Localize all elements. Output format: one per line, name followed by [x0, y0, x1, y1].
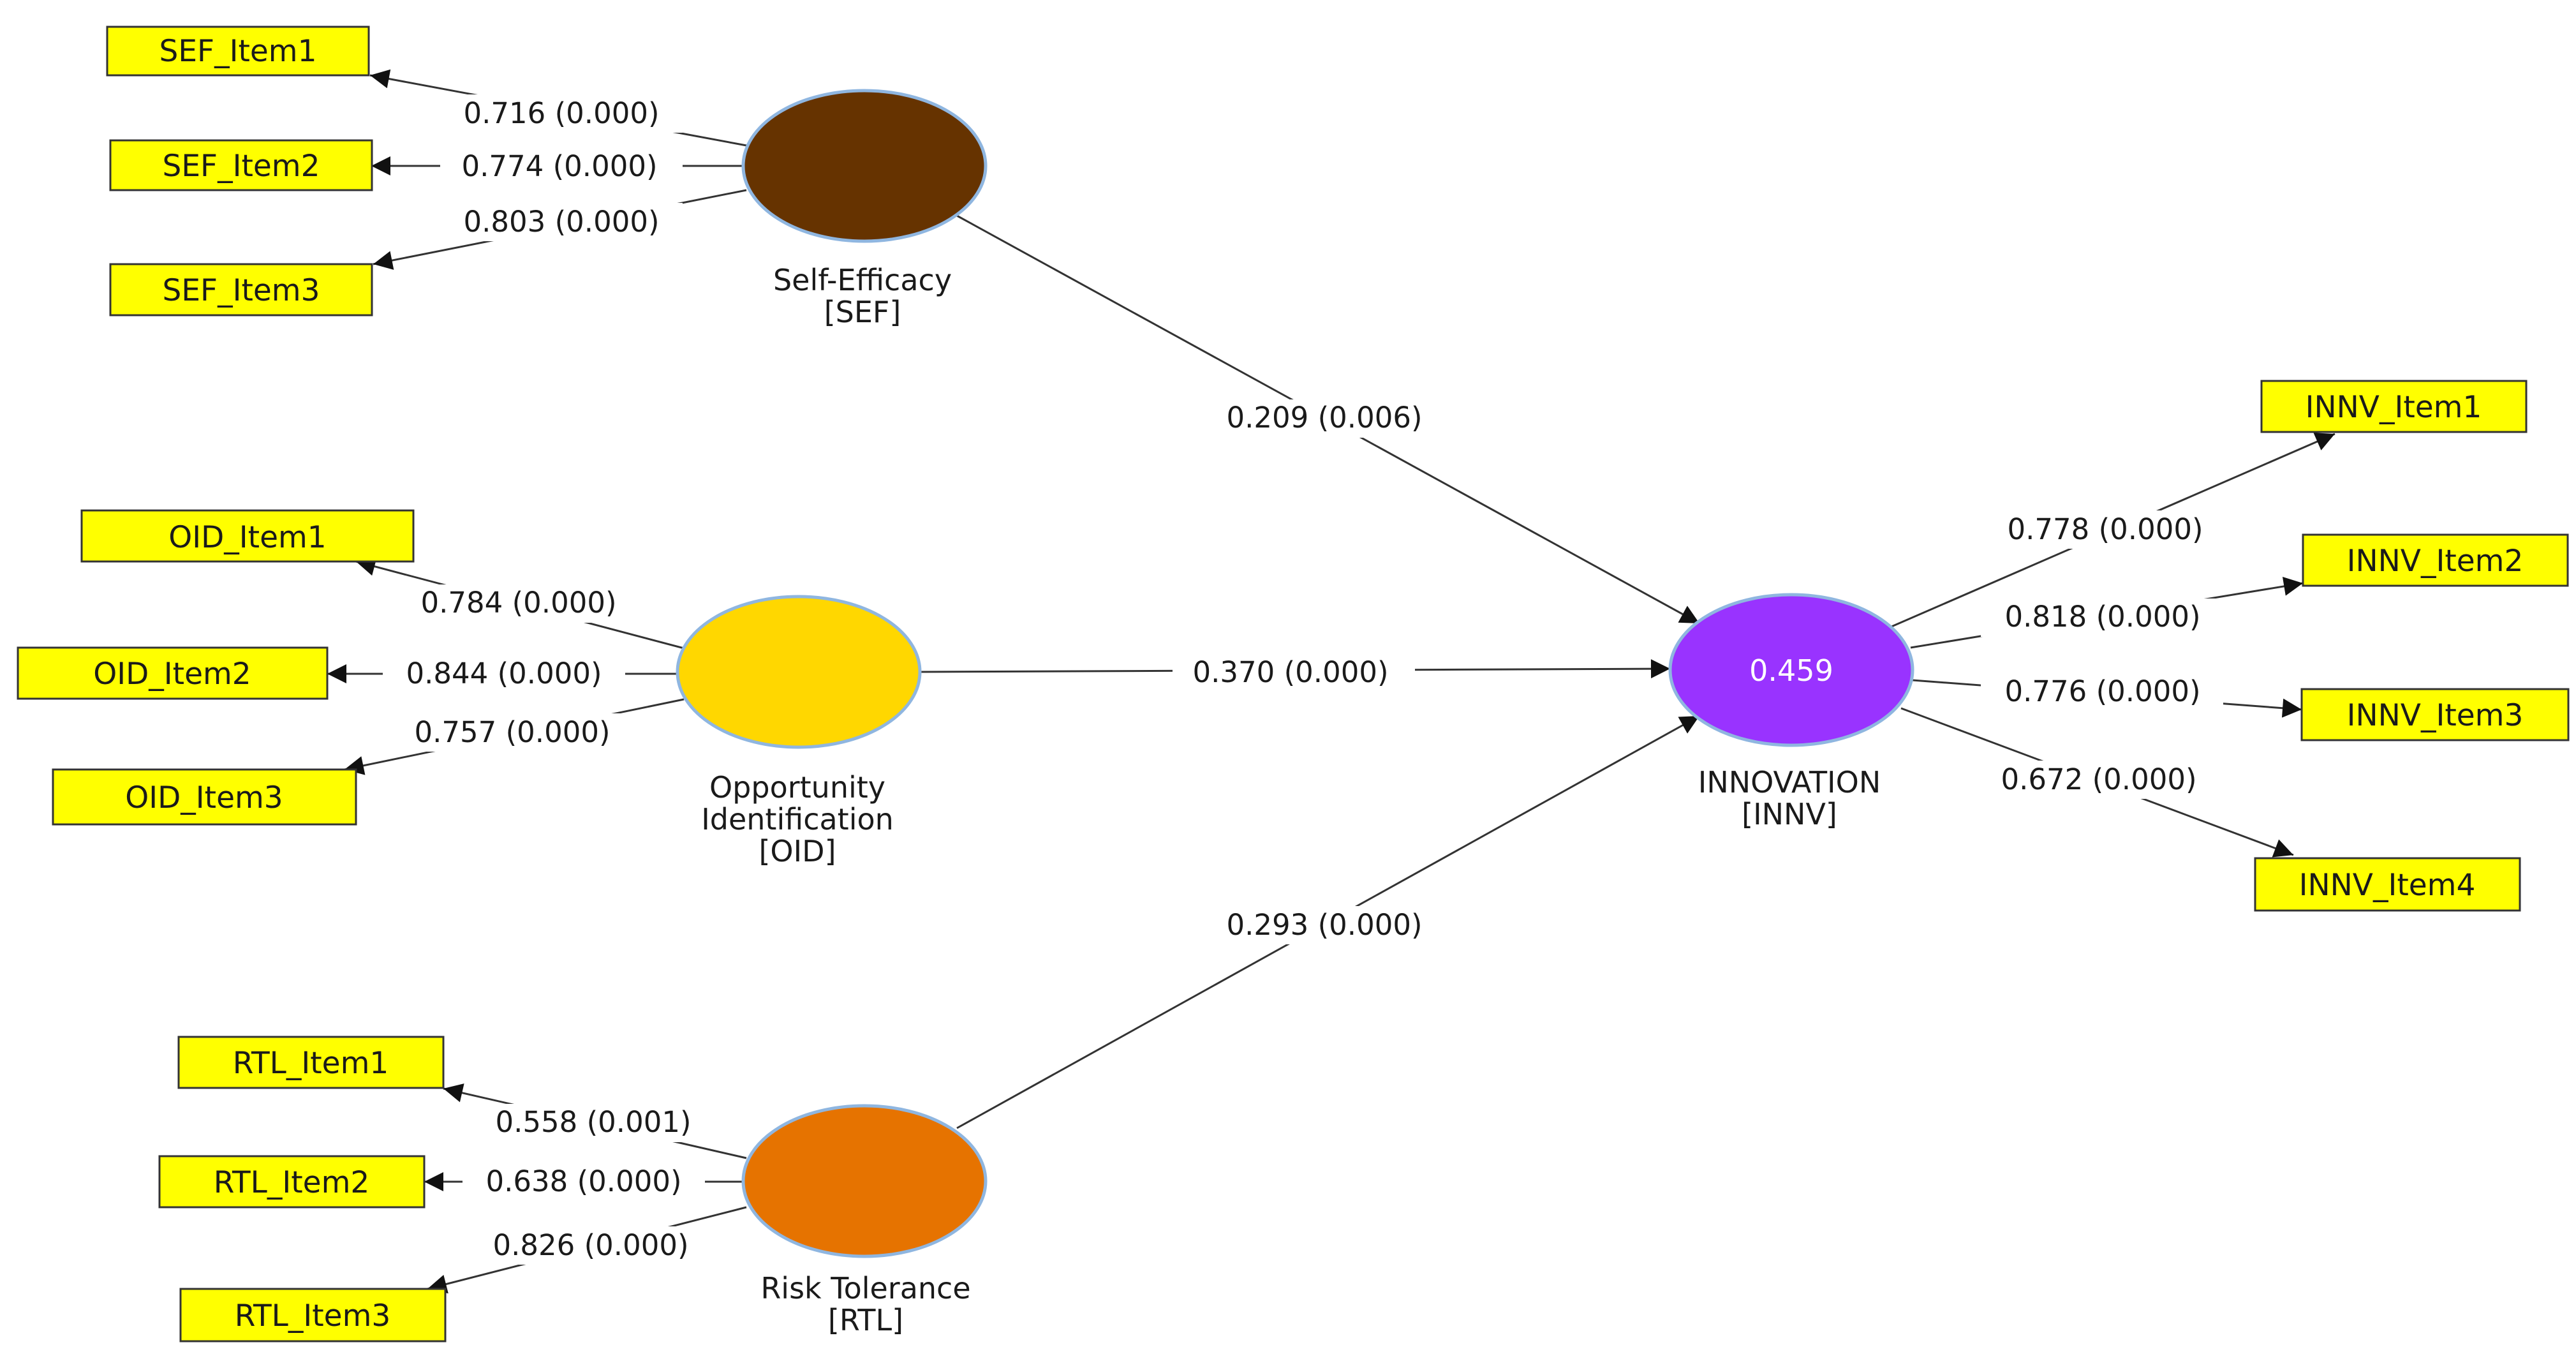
indicator-label-rtl3: RTL_Item3	[235, 1298, 391, 1334]
construct-names: Self-Efficacy [SEF] Opportunity Identifi…	[701, 263, 1881, 1337]
label-backgrounds	[383, 94, 2226, 1265]
construct-innv-r-squared: 0.459	[1749, 653, 1833, 688]
loading-label-sef2: 0.774 (0.000)	[461, 149, 657, 183]
indicator-label-sef3: SEF_Item3	[163, 273, 320, 308]
construct-sef-node[interactable]	[741, 89, 988, 243]
loading-label-oid2: 0.844 (0.000)	[406, 657, 602, 690]
construct-oid-node[interactable]	[676, 595, 922, 749]
indicator-label-innv3: INNV_Item3	[2347, 698, 2524, 733]
construct-oid-name-line2: Identification	[701, 802, 894, 837]
indicator-labels: SEF_Item1 SEF_Item2 SEF_Item3 OID_Item1 …	[93, 34, 2523, 1334]
indicator-label-oid3: OID_Item3	[125, 780, 283, 815]
indicator-label-oid1: OID_Item1	[168, 520, 326, 555]
indicator-label-sef2: SEF_Item2	[163, 149, 320, 184]
indicator-box-sef2[interactable]	[109, 139, 373, 191]
indicator-box-rtl2[interactable]	[158, 1155, 426, 1209]
loading-label-sef3: 0.803 (0.000)	[463, 205, 659, 239]
path-label-rtl-innv: 0.293 (0.000)	[1226, 908, 1422, 942]
construct-innv-code: [INNV]	[1742, 797, 1837, 831]
path-labels: 0.209 (0.006) 0.370 (0.000) 0.293 (0.000…	[1192, 401, 1422, 942]
indicator-box-innv4[interactable]	[2254, 857, 2521, 912]
indicator-box-sef3[interactable]	[109, 263, 373, 316]
loading-label-rtl3: 0.826 (0.000)	[492, 1228, 688, 1262]
construct-rtl-name: Risk Tolerance	[760, 1271, 970, 1305]
indicator-label-oid2: OID_Item2	[93, 657, 251, 692]
indicator-label-rtl2: RTL_Item2	[214, 1165, 370, 1200]
construct-rtl-node[interactable]	[741, 1104, 988, 1258]
construct-oid-code: [OID]	[759, 834, 836, 868]
indicator-box-sef1[interactable]	[106, 26, 370, 77]
loading-labels: 0.716 (0.000) 0.774 (0.000) 0.803 (0.000…	[406, 96, 2203, 1262]
indicator-boxes	[17, 26, 2570, 1342]
construct-oid-name-line1: Opportunity	[709, 770, 885, 805]
loading-label-sef1: 0.716 (0.000)	[463, 96, 659, 130]
construct-innv-node[interactable]	[1668, 593, 1914, 747]
loading-label-rtl2: 0.638 (0.000)	[485, 1164, 681, 1198]
indicator-label-innv4: INNV_Item4	[2299, 868, 2476, 903]
path-label-oid-innv: 0.370 (0.000)	[1192, 655, 1388, 689]
construct-sef-code: [SEF]	[824, 295, 901, 329]
latent-constructs: 0.459	[676, 89, 1914, 1258]
indicator-label-sef1: SEF_Item1	[159, 34, 317, 69]
loading-label-oid1: 0.784 (0.000)	[420, 586, 616, 620]
loading-label-oid3: 0.757 (0.000)	[414, 715, 610, 749]
construct-sef-name: Self-Efficacy	[773, 263, 952, 297]
loading-label-innv2: 0.818 (0.000)	[2004, 600, 2200, 634]
indicator-box-oid2[interactable]	[17, 646, 329, 700]
loading-label-rtl1: 0.558 (0.001)	[495, 1105, 691, 1139]
indicator-box-innv2[interactable]	[2302, 533, 2569, 587]
indicator-label-innv2: INNV_Item2	[2347, 544, 2524, 579]
loading-label-innv1: 0.778 (0.000)	[2007, 512, 2203, 546]
indicator-label-rtl1: RTL_Item1	[233, 1046, 389, 1081]
indicator-label-innv1: INNV_Item1	[2306, 390, 2482, 425]
indicator-box-innv1[interactable]	[2260, 380, 2528, 433]
loading-label-innv3: 0.776 (0.000)	[2004, 674, 2200, 708]
path-label-sef-innv: 0.209 (0.006)	[1226, 401, 1422, 435]
indicator-box-rtl1[interactable]	[177, 1036, 445, 1089]
construct-innv-name: INNOVATION	[1698, 765, 1881, 799]
indicator-box-oid3[interactable]	[52, 768, 357, 826]
loading-label-innv4: 0.672 (0.000)	[2001, 762, 2196, 796]
indicator-box-oid1[interactable]	[80, 509, 415, 563]
indicator-box-rtl3[interactable]	[179, 1288, 447, 1342]
indicator-box-innv3[interactable]	[2300, 688, 2570, 741]
construct-rtl-code: [RTL]	[828, 1303, 903, 1337]
